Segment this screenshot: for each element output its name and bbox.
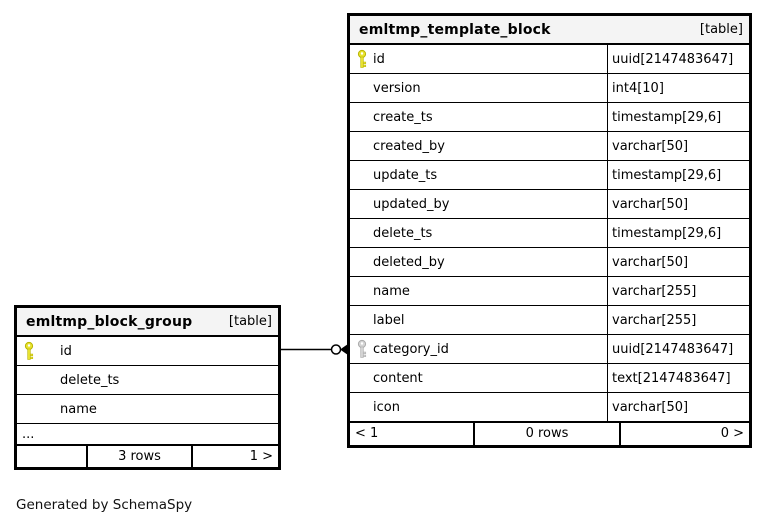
column-row-version: version int4[10] [350, 74, 749, 103]
column-type: timestamp[29,6] [612, 225, 722, 241]
generated-by-note: Generated by SchemaSpy [16, 497, 193, 513]
column-name: icon [373, 399, 400, 415]
column-type: varchar[255] [612, 312, 697, 328]
column-name: deleted_by [373, 254, 445, 270]
column-name: delete_ts [60, 372, 120, 388]
pager-next[interactable]: 0 > [720, 426, 744, 441]
column-type: varchar[50] [612, 254, 689, 270]
column-row-delete-ts: delete_ts [17, 366, 278, 395]
column-name: delete_ts [373, 225, 433, 241]
pager-prev [17, 446, 88, 467]
column-name: id [373, 51, 385, 67]
column-row-deleted-by: deleted_by varchar[50] [350, 248, 749, 277]
column-name: updated_by [373, 196, 450, 212]
column-row-label: label varchar[255] [350, 306, 749, 335]
column-row-create-ts: create_ts timestamp[29,6] [350, 103, 749, 132]
pager-prev[interactable]: < 1 [350, 422, 475, 445]
column-name: name [373, 283, 410, 299]
foreign-key-icon [357, 339, 367, 358]
table-header[interactable]: emltmp_block_group [table] [17, 308, 278, 337]
column-row-id: id uuid[2147483647] [350, 45, 749, 74]
column-row-icon: icon varchar[50] [350, 393, 749, 422]
pager-rows: 0 rows [475, 422, 621, 445]
column-type: uuid[2147483647] [612, 51, 734, 67]
table-emltmp-block-group[interactable]: emltmp_block_group [table] id delete_ts … [14, 305, 281, 470]
column-type: timestamp[29,6] [612, 167, 722, 183]
column-name: id [60, 343, 72, 359]
table-header[interactable]: emltmp_template_block [table] [350, 16, 749, 45]
column-type: varchar[255] [612, 283, 697, 299]
table-badge: [table] [228, 314, 272, 329]
column-type: varchar[50] [612, 196, 689, 212]
column-type: text[2147483647] [612, 370, 731, 386]
table-title[interactable]: emltmp_template_block [359, 21, 551, 38]
table-badge: [table] [699, 22, 743, 37]
column-name: update_ts [373, 167, 438, 183]
column-name: category_id [373, 341, 449, 357]
zero-cardinality-circle [330, 344, 342, 355]
column-row-update-ts: update_ts timestamp[29,6] [350, 161, 749, 190]
pager-next[interactable]: 1 > [249, 449, 273, 464]
table-emltmp-template-block[interactable]: emltmp_template_block [table] id uuid[21… [347, 13, 752, 448]
pager-rows: 3 rows [88, 446, 193, 467]
column-name: name [60, 401, 97, 417]
column-name: label [373, 312, 405, 328]
column-type: int4[10] [612, 80, 664, 96]
column-name: created_by [373, 138, 445, 154]
column-row-delete-ts: delete_ts timestamp[29,6] [350, 219, 749, 248]
column-row-id: id [17, 337, 278, 366]
column-type: varchar[50] [612, 138, 689, 154]
column-row-content: content text[2147483647] [350, 364, 749, 393]
pager: 3 rows 1 > [17, 446, 278, 467]
table-title[interactable]: emltmp_block_group [26, 313, 193, 330]
column-row-name: name varchar[255] [350, 277, 749, 306]
column-row-updated-by: updated_by varchar[50] [350, 190, 749, 219]
primary-key-icon [357, 49, 367, 68]
column-name: create_ts [373, 109, 433, 125]
column-name: content [373, 370, 423, 386]
hidden-columns-ellipsis: ... [17, 424, 278, 446]
column-row-category-id: category_id uuid[2147483647] [350, 335, 749, 364]
column-name: version [373, 80, 421, 96]
column-type: timestamp[29,6] [612, 109, 722, 125]
primary-key-icon [24, 341, 34, 360]
column-type: uuid[2147483647] [612, 341, 734, 357]
column-type: varchar[50] [612, 399, 689, 415]
column-row-name: name [17, 395, 278, 424]
column-row-created-by: created_by varchar[50] [350, 132, 749, 161]
pager: < 1 0 rows 0 > [350, 420, 749, 445]
